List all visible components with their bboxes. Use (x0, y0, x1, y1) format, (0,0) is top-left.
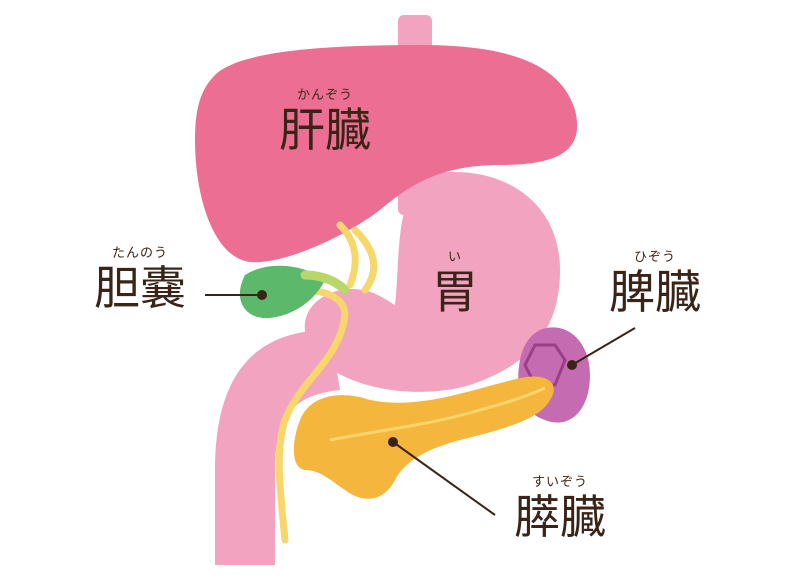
spleen-pointer-line (571, 327, 636, 366)
gallbladder-label: たんのう 胆嚢 (80, 246, 200, 314)
stomach-name: 胃 (432, 265, 478, 319)
spleen-pointer-dot (567, 360, 577, 370)
spleen-label: ひぞう 脾臓 (595, 250, 715, 318)
stomach (304, 171, 560, 392)
pancreas-label: すいぞう 膵臓 (500, 475, 620, 543)
spleen-ruby: ひぞう (633, 250, 676, 265)
spleen-detail (523, 343, 567, 387)
pancreas-name: 膵臓 (514, 490, 606, 544)
liver-name: 肝臓 (279, 103, 371, 157)
pancreas-ruby: すいぞう (531, 475, 588, 490)
pancreatic-duct (329, 386, 546, 442)
stomach-label: い 胃 (425, 250, 485, 318)
bile-duct (275, 221, 378, 544)
gallbladder-ruby: たんのう (111, 246, 168, 261)
pancreas-pointer-line (392, 441, 496, 516)
stomach-ruby: い (447, 250, 462, 265)
pancreas-pointer-dot (388, 437, 398, 447)
liver (195, 45, 578, 263)
gallbladder-name: 胆嚢 (94, 261, 186, 315)
gallbladder-duct (300, 270, 350, 295)
liver-ruby: かんぞう (296, 88, 353, 103)
intestine (215, 330, 340, 565)
liver-label: かんぞう 肝臓 (265, 88, 385, 156)
gallbladder-pointer-dot (257, 290, 267, 300)
spleen-name: 脾臓 (609, 265, 701, 319)
